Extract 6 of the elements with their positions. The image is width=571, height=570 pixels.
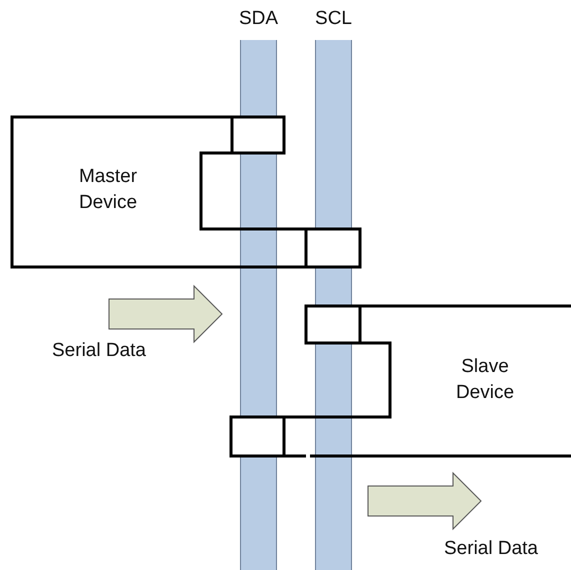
device-label: Master Device [78, 165, 138, 215]
device-label: Slave Device [454, 355, 516, 405]
bus-label: SCL [315, 8, 352, 30]
flow-label: Serial Data [444, 538, 538, 560]
bus-label: SDA [238, 8, 278, 30]
flow-label: Serial Data [52, 340, 146, 362]
